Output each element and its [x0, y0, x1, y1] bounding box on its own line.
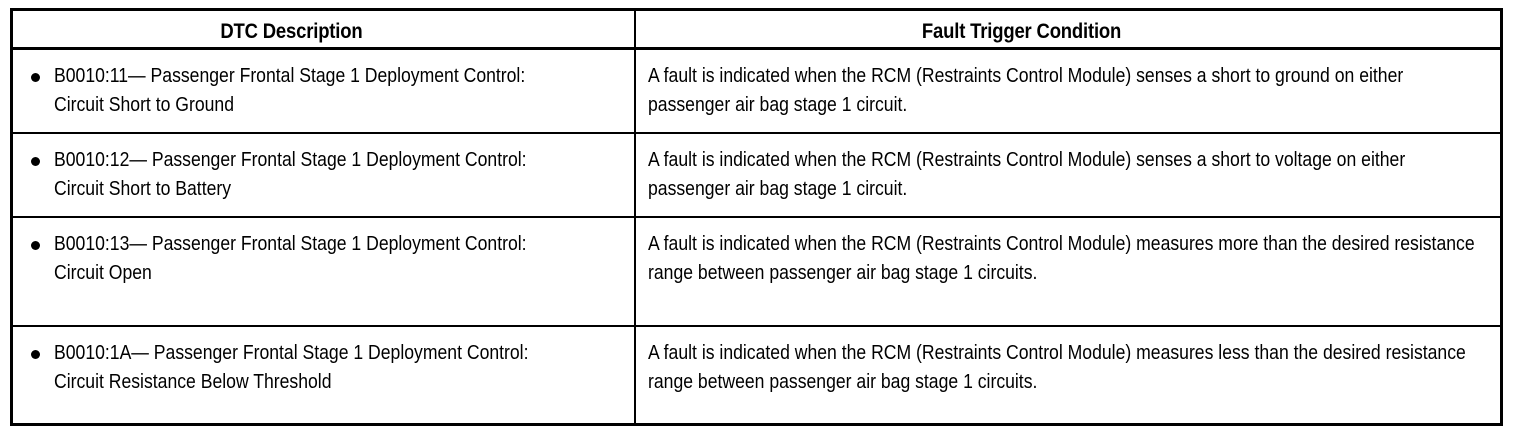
fault-trigger-condition-text: A fault is indicated when the RCM (Restr…: [647, 65, 1403, 116]
cell-dtc-description: B0010:11— Passenger Frontal Stage 1 Depl…: [11, 48, 636, 133]
dtc-description-text: B0010:11— Passenger Frontal Stage 1 Depl…: [54, 65, 526, 116]
bullet-icon: [31, 73, 40, 82]
table-row: B0010:12— Passenger Frontal Stage 1 Depl…: [11, 132, 1502, 217]
fault-trigger-condition-text: A fault is indicated when the RCM (Restr…: [647, 149, 1405, 200]
column-header-dtc-description: DTC Description: [11, 9, 636, 50]
cell-fault-trigger-condition: A fault is indicated when the RCM (Restr…: [634, 216, 1502, 326]
table-body: B0010:11— Passenger Frontal Stage 1 Depl…: [11, 48, 1502, 424]
fault-trigger-condition-body: A fault is indicated when the RCM (Restr…: [636, 327, 1500, 409]
column-header-dtc-description-label: DTC Description: [220, 20, 363, 43]
table-row: B0010:11— Passenger Frontal Stage 1 Depl…: [11, 48, 1502, 134]
column-header-fault-trigger-condition-label: Fault Trigger Condition: [921, 20, 1121, 43]
bullet-icon: [31, 350, 40, 359]
bullet-item: B0010:12— Passenger Frontal Stage 1 Depl…: [13, 134, 634, 216]
cell-fault-trigger-condition: A fault is indicated when the RCM (Restr…: [635, 49, 1502, 134]
cell-dtc-description: B0010:13— Passenger Frontal Stage 1 Depl…: [11, 216, 636, 326]
cell-dtc-description: B0010:1A— Passenger Frontal Stage 1 Depl…: [11, 325, 636, 424]
table-row: B0010:13— Passenger Frontal Stage 1 Depl…: [11, 216, 1502, 326]
dtc-fault-trigger-table: DTC Description Fault Trigger Condition …: [10, 8, 1503, 426]
cell-dtc-description: B0010:12— Passenger Frontal Stage 1 Depl…: [11, 132, 636, 217]
fault-trigger-condition-text: A fault is indicated when the RCM (Restr…: [647, 233, 1475, 284]
bullet-icon: [31, 241, 40, 250]
dtc-description-text: B0010:13— Passenger Frontal Stage 1 Depl…: [54, 233, 527, 284]
cell-fault-trigger-condition: A fault is indicated when the RCM (Restr…: [634, 132, 1502, 217]
fault-trigger-condition-body: A fault is indicated when the RCM (Restr…: [636, 50, 1500, 132]
dtc-description-text: B0010:12— Passenger Frontal Stage 1 Depl…: [54, 149, 527, 200]
column-header-fault-trigger-condition: Fault Trigger Condition: [634, 9, 1502, 50]
bullet-icon: [31, 157, 40, 166]
fault-trigger-condition-body: A fault is indicated when the RCM (Restr…: [636, 218, 1500, 300]
bullet-item: B0010:13— Passenger Frontal Stage 1 Depl…: [13, 218, 634, 300]
fault-trigger-condition-body: A fault is indicated when the RCM (Restr…: [636, 134, 1500, 216]
table-header-row: DTC Description Fault Trigger Condition: [11, 9, 1502, 50]
table-row: B0010:1A— Passenger Frontal Stage 1 Depl…: [11, 325, 1502, 424]
fault-trigger-condition-text: A fault is indicated when the RCM (Restr…: [647, 342, 1466, 393]
dtc-description-text: B0010:1A— Passenger Frontal Stage 1 Depl…: [54, 342, 529, 393]
bullet-item: B0010:11— Passenger Frontal Stage 1 Depl…: [13, 50, 634, 132]
table-header: DTC Description Fault Trigger Condition: [11, 9, 1502, 50]
cell-fault-trigger-condition: A fault is indicated when the RCM (Restr…: [634, 325, 1502, 424]
bullet-item: B0010:1A— Passenger Frontal Stage 1 Depl…: [13, 327, 634, 409]
